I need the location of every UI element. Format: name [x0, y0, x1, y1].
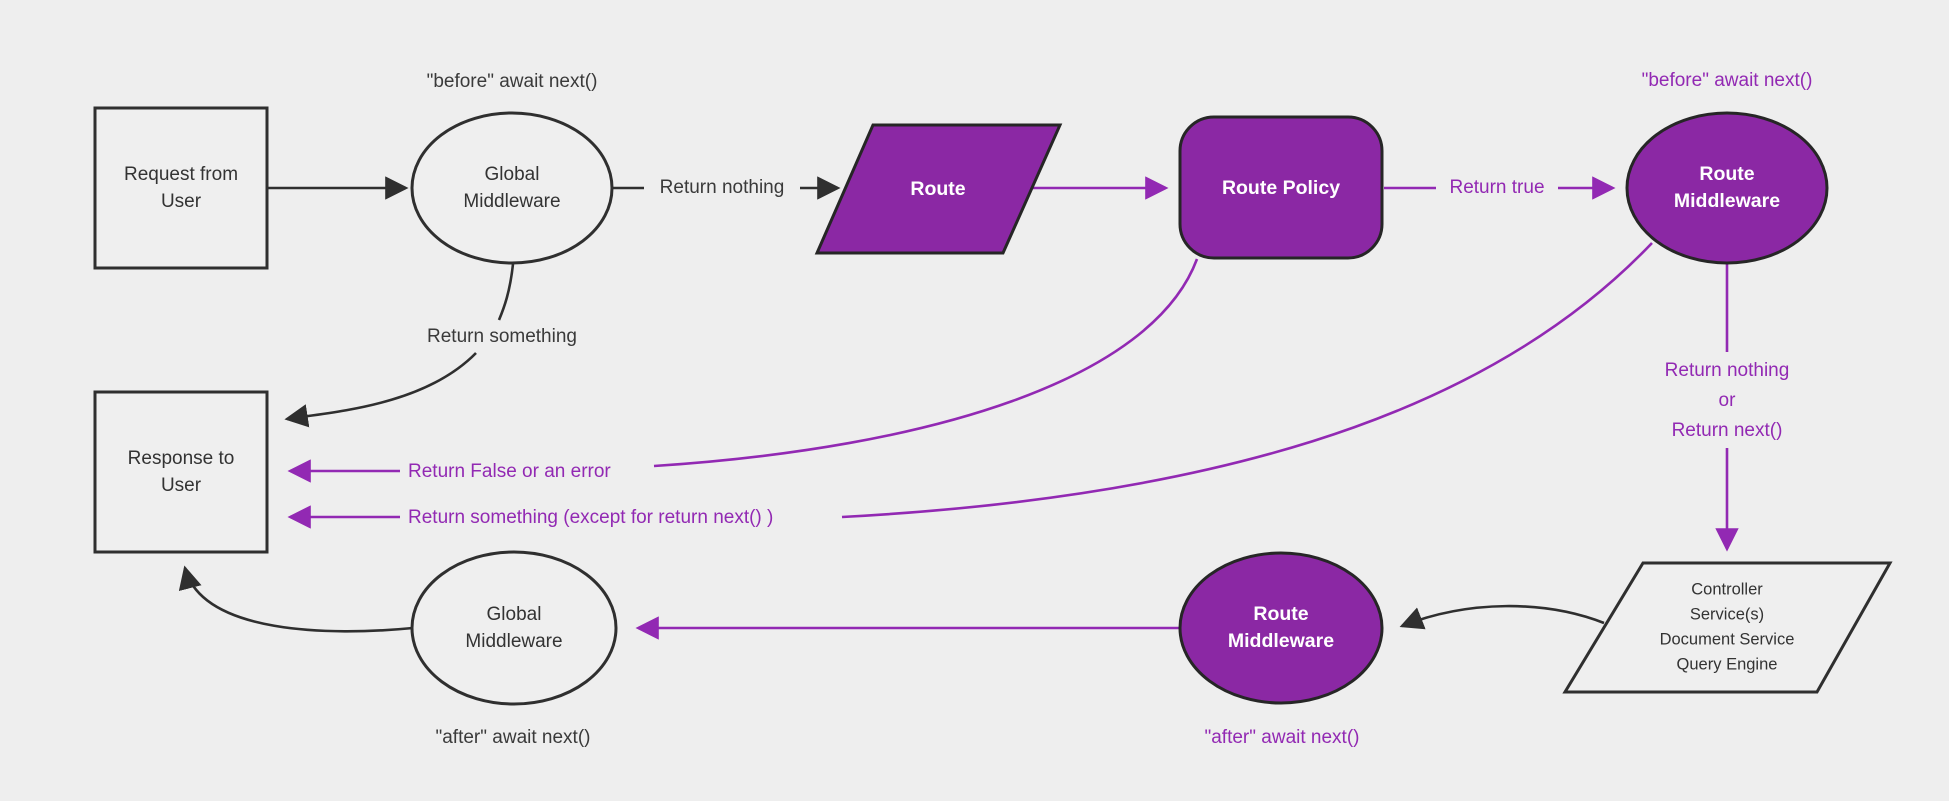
global-mw-bottom-ellipse [410, 550, 618, 706]
response-box [93, 390, 269, 554]
label-mask [1436, 170, 1558, 204]
label-before-await-purple: "before" await next() [1642, 70, 1813, 91]
response-label-line1: Response to [128, 448, 235, 469]
global-mw-top-line1: Global [485, 164, 540, 185]
route-mw-top-ellipse [1625, 111, 1829, 265]
route-mw-top-line1: Route [1699, 163, 1754, 185]
edge-route-policy-return-false-tail [653, 258, 1199, 468]
edge-label-return-nothing-line3: Return next() [1672, 420, 1783, 441]
controller-line1: Controller [1691, 580, 1763, 598]
label-mask [644, 170, 800, 204]
node-response-to-user: Response to User [93, 390, 269, 554]
controller-line2: Service(s) [1690, 605, 1764, 623]
label-after-await-black: "after" await next() [436, 727, 591, 748]
edge-global-mw-bottom-to-response [178, 565, 414, 633]
edge-label-return-nothing-line1: Return nothing [1665, 360, 1790, 381]
route-label: Route [910, 178, 965, 200]
node-route-middleware-bottom: Route Middleware [1178, 551, 1384, 705]
node-global-middleware-bottom: Global Middleware [410, 550, 618, 706]
node-route: Route [814, 123, 1063, 255]
route-mw-bottom-line1: Route [1253, 603, 1308, 625]
global-mw-top-ellipse [410, 111, 614, 265]
edge-label-return-something-except: Return something (except for return next… [408, 507, 773, 528]
controller-parallelogram [1562, 561, 1893, 694]
response-label-line2: User [161, 475, 202, 496]
route-mw-bottom-ellipse [1178, 551, 1384, 705]
label-mask [1620, 352, 1834, 448]
node-controller-services: Controller Service(s) Document Service Q… [1562, 561, 1893, 694]
edge-label-return-false: Return False or an error [408, 461, 611, 482]
edge-global-mw-return-something-tail [497, 263, 515, 321]
request-box [93, 106, 269, 270]
node-route-middleware-top: Route Middleware [1625, 111, 1829, 265]
route-policy-box [1178, 115, 1384, 260]
edge-label-return-something-black: Return something [427, 326, 577, 347]
label-after-await-purple: "after" await next() [1205, 727, 1360, 748]
request-label-line1: Request from [124, 164, 238, 185]
edge-label-return-nothing-line2: or [1719, 390, 1737, 411]
request-label-line2: User [161, 191, 202, 212]
edge-label-return-nothing-black: Return nothing [660, 177, 785, 198]
node-global-middleware-top: Global Middleware [410, 111, 614, 265]
controller-line4: Query Engine [1677, 655, 1778, 673]
global-mw-bottom-line1: Global [487, 604, 542, 625]
route-parallelogram [814, 123, 1063, 255]
route-mw-bottom-line2: Middleware [1228, 630, 1334, 652]
node-route-policy: Route Policy [1178, 115, 1384, 260]
route-policy-label: Route Policy [1222, 177, 1340, 199]
edge-global-mw-return-something-head [284, 352, 477, 428]
node-request-from-user: Request from User [93, 106, 269, 270]
edge-controller-to-route-mw-bottom [1399, 604, 1605, 630]
route-mw-top-line2: Middleware [1674, 190, 1780, 212]
label-before-await-black: "before" await next() [427, 71, 598, 92]
controller-line3: Document Service [1660, 630, 1795, 648]
global-mw-bottom-line2: Middleware [465, 631, 562, 652]
edge-route-mw-return-something-tail [841, 242, 1653, 519]
global-mw-top-line2: Middleware [463, 191, 560, 212]
edge-label-return-true: Return true [1449, 177, 1544, 198]
